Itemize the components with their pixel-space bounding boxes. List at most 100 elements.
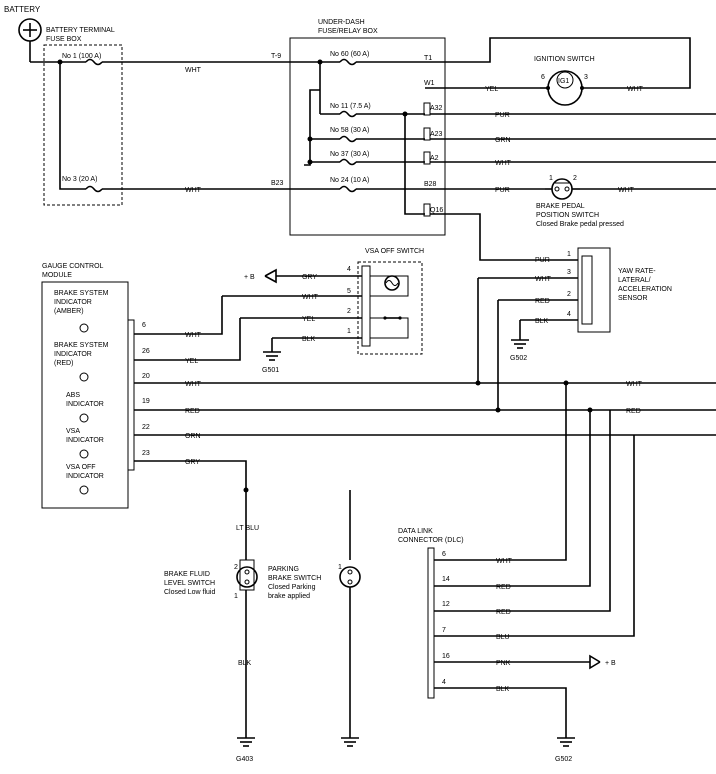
svg-text:No 11 (7.5 A): No 11 (7.5 A) — [330, 103, 371, 110]
svg-text:6: 6 — [442, 551, 446, 558]
svg-text:RED: RED — [535, 298, 550, 305]
svg-text:WHT: WHT — [618, 187, 635, 194]
svg-text:BLK: BLK — [496, 686, 510, 693]
ignition-feed: YEL WHT — [425, 37, 691, 93]
svg-text:BATTERY TERMINAL: BATTERY TERMINAL — [46, 27, 115, 34]
svg-text:1: 1 — [567, 251, 571, 258]
svg-text:YEL: YEL — [185, 358, 198, 365]
svg-text:WHT: WHT — [626, 381, 643, 388]
svg-text:VSA OFF: VSA OFF — [66, 464, 96, 471]
svg-text:PARKING: PARKING — [268, 566, 299, 573]
svg-text:4: 4 — [347, 266, 351, 273]
svg-text:BRAKE SYSTEM: BRAKE SYSTEM — [54, 290, 109, 297]
svg-text:(AMBER): (AMBER) — [54, 308, 84, 315]
svg-text:BLK: BLK — [238, 660, 252, 667]
svg-text:ORN: ORN — [185, 433, 201, 440]
fuse-outputs: PUR GRN WHT PUR WHT — [425, 112, 716, 194]
svg-text:RED: RED — [626, 408, 641, 415]
svg-text:(RED): (RED) — [54, 360, 73, 367]
svg-text:BLK: BLK — [302, 336, 316, 343]
svg-text:FUSE BOX: FUSE BOX — [46, 36, 82, 43]
svg-text:No 37 (30 A): No 37 (30 A) — [330, 151, 369, 158]
svg-text:A2: A2 — [430, 155, 439, 162]
svg-text:BLK: BLK — [535, 318, 549, 325]
svg-text:GRN: GRN — [495, 137, 511, 144]
svg-text:INDICATOR: INDICATOR — [54, 299, 92, 306]
svg-text:RED: RED — [496, 584, 511, 591]
svg-text:UNDER-DASH: UNDER-DASH — [318, 19, 365, 26]
svg-text:19: 19 — [142, 398, 150, 405]
svg-text:4: 4 — [567, 311, 571, 318]
svg-text:No 1 (100 A): No 1 (100 A) — [62, 53, 101, 60]
svg-text:INDICATOR: INDICATOR — [54, 351, 92, 358]
svg-text:6: 6 — [541, 74, 545, 81]
svg-text:G403: G403 — [236, 756, 253, 763]
svg-text:WHT: WHT — [535, 276, 552, 283]
svg-text:FUSE/RELAY BOX: FUSE/RELAY BOX — [318, 28, 378, 35]
svg-text:2: 2 — [234, 564, 238, 571]
svg-text:PUR: PUR — [495, 187, 510, 194]
svg-text:2: 2 — [347, 308, 351, 315]
under-dash-fuse-relay-box: UNDER-DASH FUSE/RELAY BOX No 60 (60 A) N… — [289, 19, 446, 236]
svg-text:T1: T1 — [424, 55, 432, 62]
svg-text:1: 1 — [347, 328, 351, 335]
svg-text:No 24 (10 A): No 24 (10 A) — [330, 177, 369, 184]
svg-text:BRAKE SYSTEM: BRAKE SYSTEM — [54, 342, 109, 349]
yaw-rate-sensor: 1 3 2 4 YAW RATE- LATERAL/ ACCELERATION … — [475, 247, 672, 413]
svg-text:PNK: PNK — [496, 660, 511, 667]
q16-feed: PUR — [430, 213, 578, 264]
svg-text:14: 14 — [442, 576, 450, 583]
gauge-control-module: GAUGE CONTROL MODULE BRAKE SYSTEM INDICA… — [41, 263, 716, 509]
svg-text:BRAKE FLUID: BRAKE FLUID — [164, 571, 210, 578]
svg-text:IGNITION SWITCH: IGNITION SWITCH — [534, 56, 595, 63]
svg-text:+ B: + B — [605, 660, 616, 667]
svg-text:ACCELERATION: ACCELERATION — [618, 286, 672, 293]
parking-brake-switch: 1 PARKING BRAKE SWITCH Closed Parking br… — [268, 490, 361, 747]
svg-text:WHT: WHT — [185, 381, 202, 388]
svg-text:YEL: YEL — [485, 86, 498, 93]
svg-text:1: 1 — [338, 564, 342, 571]
svg-text:WHT: WHT — [185, 67, 202, 74]
svg-text:GRY: GRY — [185, 459, 200, 466]
svg-text:Closed Parking: Closed Parking — [268, 584, 316, 591]
svg-text:4: 4 — [442, 679, 446, 686]
svg-text:+ B: + B — [244, 274, 255, 281]
svg-text:DATA LINK: DATA LINK — [398, 528, 433, 535]
svg-text:GRY: GRY — [302, 274, 317, 281]
vsa-off-switch: VSA OFF SWITCH 4 5 2 1 GRY + B WHT YEL B… — [222, 248, 424, 374]
svg-text:Closed Low fluid: Closed Low fluid — [164, 589, 215, 596]
svg-text:B28: B28 — [424, 181, 437, 188]
data-link-connector: DATA LINK CONNECTOR (DLC) 6 WHT 14 RED 1… — [398, 383, 635, 763]
svg-text:No 3 (20 A): No 3 (20 A) — [62, 176, 97, 183]
svg-text:LEVEL SWITCH: LEVEL SWITCH — [164, 580, 215, 587]
svg-text:16: 16 — [442, 653, 450, 660]
svg-text:20: 20 — [142, 373, 150, 380]
svg-text:BRAKE PEDAL: BRAKE PEDAL — [536, 203, 585, 210]
battery: BATTERY — [4, 5, 42, 62]
svg-text:WHT: WHT — [185, 187, 202, 194]
svg-text:ABS: ABS — [66, 392, 80, 399]
svg-text:IG1: IG1 — [558, 78, 569, 85]
svg-text:3: 3 — [584, 74, 588, 81]
svg-text:No 58 (30 A): No 58 (30 A) — [330, 127, 369, 134]
svg-text:RED: RED — [185, 408, 200, 415]
svg-text:BRAKE SWITCH: BRAKE SWITCH — [268, 575, 321, 582]
svg-text:G501: G501 — [262, 367, 279, 374]
svg-text:BATTERY: BATTERY — [4, 5, 41, 14]
svg-text:7: 7 — [442, 627, 446, 634]
svg-text:BLU: BLU — [496, 634, 510, 641]
svg-text:INDICATOR: INDICATOR — [66, 473, 104, 480]
svg-text:INDICATOR: INDICATOR — [66, 437, 104, 444]
svg-text:MODULE: MODULE — [42, 272, 72, 279]
svg-text:T-9: T-9 — [271, 53, 281, 60]
svg-text:Q16: Q16 — [430, 207, 443, 214]
svg-text:6: 6 — [142, 322, 146, 329]
svg-text:G502: G502 — [555, 756, 572, 763]
svg-text:INDICATOR: INDICATOR — [66, 401, 104, 408]
svg-text:WHT: WHT — [627, 86, 644, 93]
svg-text:PUR: PUR — [535, 257, 550, 264]
brake-fluid-level-switch: LT BLU 2 1 BRAKE FLUID LEVEL SWITCH Clos… — [164, 487, 259, 763]
svg-text:POSITION SWITCH: POSITION SWITCH — [536, 212, 599, 219]
svg-text:A23: A23 — [430, 131, 443, 138]
svg-text:A32: A32 — [430, 105, 443, 112]
